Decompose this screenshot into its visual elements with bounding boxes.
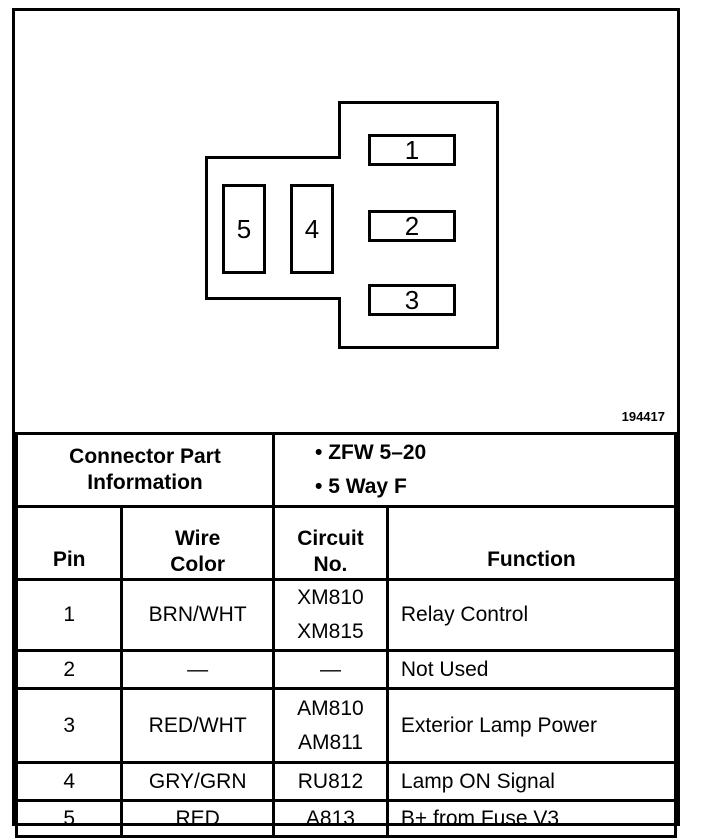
table-header: Pin Wire Color Circuit No. Function bbox=[14, 505, 678, 581]
pin-4-label: 4 bbox=[304, 213, 320, 244]
connector-info-values: • ZFW 5–20 • 5 Way F bbox=[272, 432, 677, 508]
pin-cell: 5 bbox=[14, 799, 124, 838]
circuit-cell: RU812 bbox=[272, 761, 389, 802]
part-type: • 5 Way F bbox=[315, 475, 407, 498]
wire-color-cell: RED/WHT bbox=[120, 687, 276, 764]
pin-1-cavity: 1 bbox=[368, 134, 456, 166]
function-cell: Lamp ON Signal bbox=[385, 761, 678, 802]
function-cell: B+ from Fuse V3 bbox=[385, 799, 678, 838]
connector-notch-bottom bbox=[205, 297, 341, 349]
pin-4-cavity: 4 bbox=[290, 184, 334, 274]
pin-1-label: 1 bbox=[404, 134, 420, 165]
function-cell: Not Used bbox=[385, 649, 678, 690]
circuit-value: AM811 bbox=[297, 730, 363, 754]
circuit-cell: XM810 XM815 bbox=[272, 578, 389, 652]
circuit-header: Circuit No. bbox=[272, 505, 389, 581]
wire-color-cell: GRY/GRN bbox=[120, 761, 276, 802]
pin-2-cavity: 2 bbox=[368, 210, 456, 242]
circuit-cell: — bbox=[272, 649, 389, 690]
wire-color-header: Wire Color bbox=[120, 505, 276, 581]
pinout-table: Connector Part Information • ZFW 5–20 • … bbox=[14, 432, 678, 838]
circuit-value: XM815 bbox=[297, 620, 364, 643]
pin-cell: 2 bbox=[14, 649, 124, 690]
pin-cell: 3 bbox=[14, 687, 124, 764]
pin-3-label: 3 bbox=[404, 284, 420, 315]
pin-5-label: 5 bbox=[236, 213, 252, 244]
pin-cell: 1 bbox=[14, 578, 124, 652]
table-row: 1 BRN/WHT XM810 XM815 Relay Control bbox=[14, 578, 678, 652]
function-header: Function bbox=[385, 505, 678, 581]
connector-sheet: 1 2 3 4 5 194417 Connector Part Informat… bbox=[12, 8, 680, 838]
table-row: 3 RED/WHT AM810 AM811 Exterior Lamp Powe… bbox=[14, 687, 678, 764]
table-row: 5 RED A813 B+ from Fuse V3 bbox=[14, 799, 678, 838]
circuit-value: XM810 bbox=[297, 586, 364, 609]
function-cell: Relay Control bbox=[385, 578, 678, 652]
pin-cell: 4 bbox=[14, 761, 124, 802]
circuit-cell: A813 bbox=[272, 799, 389, 838]
wire-color-cell: RED bbox=[120, 799, 276, 838]
wire-color-cell: BRN/WHT bbox=[120, 578, 276, 652]
circuit-value: AM810 bbox=[297, 696, 364, 720]
figure-id: 194417 bbox=[621, 409, 665, 424]
wire-color-cell: — bbox=[120, 649, 276, 690]
pin-2-label: 2 bbox=[404, 210, 420, 241]
connector-info-label: Connector Part Information bbox=[14, 432, 276, 508]
table-row: 4 GRY/GRN RU812 Lamp ON Signal bbox=[14, 761, 678, 802]
part-number: • ZFW 5–20 bbox=[315, 441, 427, 464]
connector-notch-top bbox=[205, 101, 341, 159]
pin-5-cavity: 5 bbox=[222, 184, 266, 274]
table-row: 2 — — Not Used bbox=[14, 649, 678, 690]
circuit-cell: AM810 AM811 bbox=[272, 687, 389, 764]
connector-face: 1 2 3 4 5 bbox=[205, 101, 499, 349]
connector-info-row: Connector Part Information • ZFW 5–20 • … bbox=[14, 432, 677, 508]
connector-diagram: 1 2 3 4 5 194417 bbox=[15, 11, 677, 435]
pin-header: Pin bbox=[14, 505, 124, 581]
function-cell: Exterior Lamp Power bbox=[385, 687, 678, 764]
pin-3-cavity: 3 bbox=[368, 284, 456, 316]
